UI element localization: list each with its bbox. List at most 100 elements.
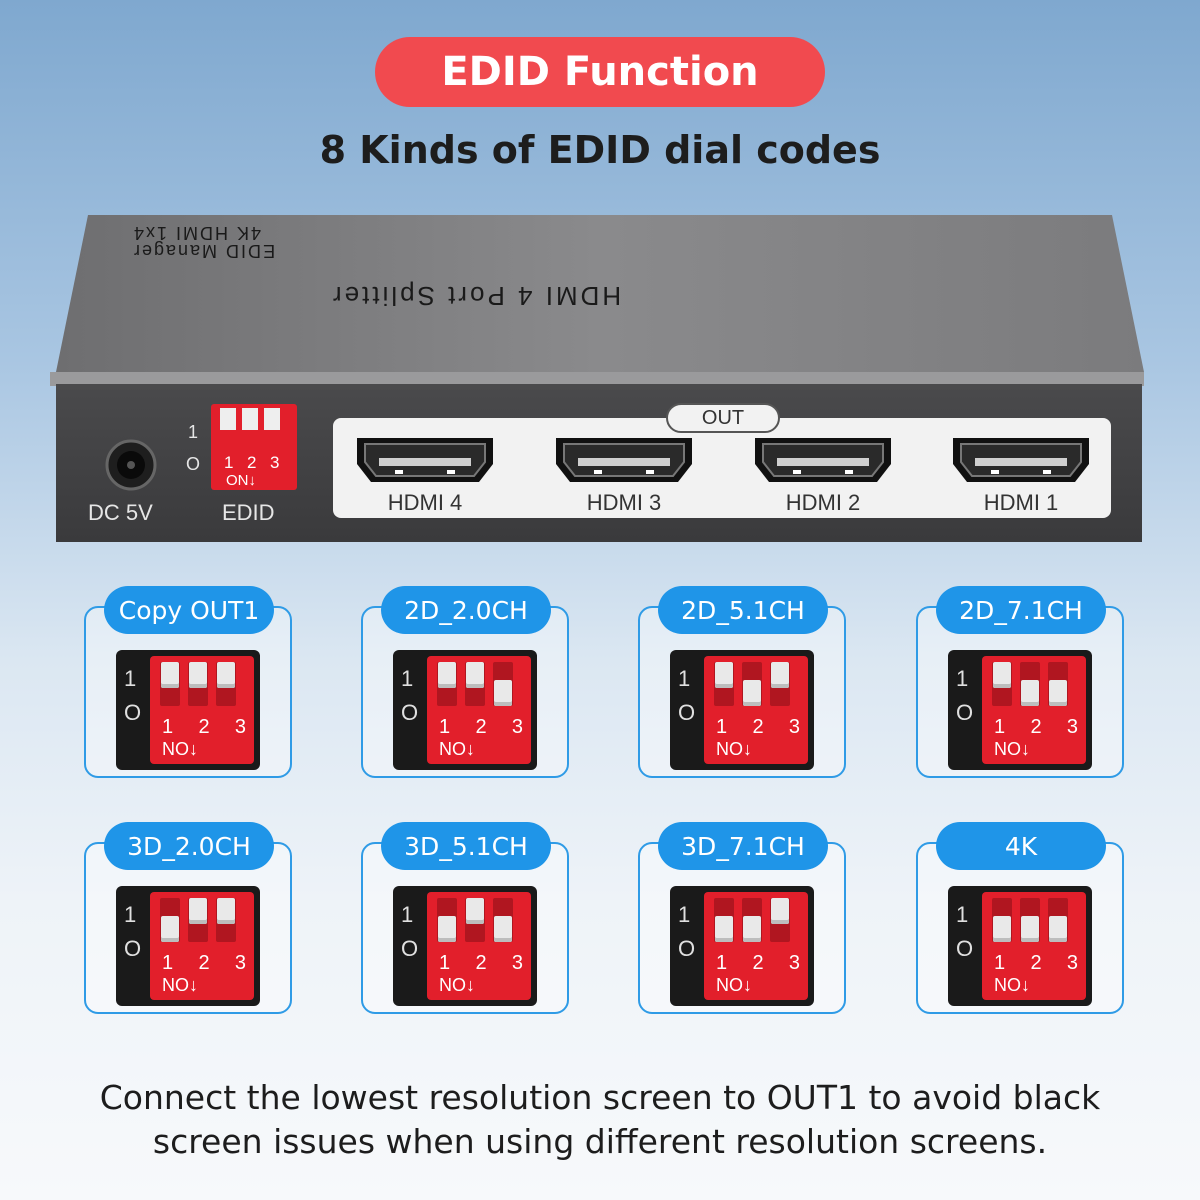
dip-switch-number: 3 [1066,952,1078,974]
dip-switch-number: 3 [234,952,246,974]
dip-switch-number: 3 [511,716,523,738]
dip-switch-slot-2 [465,898,485,942]
dip-switch-number: 3 [788,952,800,974]
dip-switch-number: 1 [716,952,728,974]
dip-side-off: O [124,936,142,961]
hdmi-port-icon[interactable] [554,436,694,484]
edid-mode-label: 3D_7.1CH [658,822,828,870]
dip-switch-number: 1 [439,716,451,738]
dip-switch-slot-2 [1020,662,1040,706]
dip-switch-knob-down [494,916,512,942]
dip-on-label: NO↓ [716,975,752,995]
dip-switch-slot-1 [714,662,734,706]
dip-switch-slot-3 [770,898,790,942]
dip-switch-slot-1 [160,898,180,942]
dip-side-on: 1 [678,666,691,691]
dip-switch-slot-2 [742,662,762,706]
dip-switch-knob-down [715,916,733,942]
hdmi-port-label: HDMI 4 [387,490,463,515]
edid-label: EDID [222,500,275,525]
dip-switch-slot-3 [493,898,513,942]
edid-mode-label: 3D_5.1CH [381,822,551,870]
dip-side-on: 1 [124,666,137,691]
dip-switch-knob-up [466,662,484,688]
dip-side-off: O [401,700,419,725]
dip-side-on: 1 [124,902,137,927]
dip-side-off: O [956,700,974,725]
hdmi-port-label: HDMI 3 [586,490,662,515]
dip-switch-slot-3 [770,662,790,706]
dip-switch-knob-down [743,680,761,706]
dip-switch-knob-down [1021,916,1039,942]
dip-switch-knob-up [771,898,789,924]
dip-switch-number: 1 [162,716,174,738]
title-pill: EDID Function [375,37,825,107]
dip-switch-knob-up [993,662,1011,688]
dip-switch-knob-down [1049,680,1067,706]
edid-mode-label: 2D_2.0CH [381,586,551,634]
dip-switch-number: 1 [994,716,1006,738]
dip-switch-number: 3 [1066,716,1078,738]
dip-switch-number: 3 [234,716,246,738]
dip-switch-slot-1 [160,662,180,706]
dip-switch-slot-3 [216,662,236,706]
dip-switch-slot-2 [465,662,485,706]
device-top-main-text: HDMI 4 Port Splitter [330,281,622,311]
dip-on-label: NO↓ [439,975,475,995]
switch-side-on: 1 [188,422,199,442]
dip-switch-number: 2 [1030,716,1042,738]
hdmi-port-icon[interactable] [355,436,495,484]
dip-switch-slot-2 [742,898,762,942]
dip-side-off: O [956,936,974,961]
dip-switch-slot-2 [188,662,208,706]
dip-switch-knob-down [993,916,1011,942]
dip-side-off: O [678,700,696,725]
dip-on-label: NO↓ [716,739,752,759]
dip-switch-number: 2 [198,716,210,738]
switch-number-1: 1 [224,453,234,472]
hdmi-port-label: HDMI 1 [983,490,1059,515]
dip-on-label: NO↓ [162,739,198,759]
hdmi-splitter-device: HDMI 4 Port Splitter 4K HDMI 1x4 EDID Ma… [0,0,1200,560]
dip-switch-number: 1 [994,952,1006,974]
dip-switch-number: 2 [1030,952,1042,974]
dip-switch-slot-1 [714,898,734,942]
dip-switch-number: 1 [716,716,728,738]
hdmi-port-icon[interactable] [753,436,893,484]
switch-on-label: ON↓ [226,472,256,489]
dip-switch-numbers: 1 2 3 [994,716,1078,739]
dip-switch-knob-down [494,680,512,706]
dip-side-on: 1 [956,666,969,691]
dip-switch-slot-1 [992,662,1012,706]
dip-switch-slot-2 [188,898,208,942]
dip-side-on: 1 [956,902,969,927]
dip-switch-knob-down [743,916,761,942]
dip-side-off: O [401,936,419,961]
hdmi-port-icon[interactable] [951,436,1091,484]
dip-switch-number: 2 [475,952,487,974]
dip-side-on: 1 [401,902,414,927]
dip-switch-knob-up [438,662,456,688]
dip-switch-knob-up [217,662,235,688]
dip-switch-knob-up [715,662,733,688]
dip-switch-slot-2 [1020,898,1040,942]
dip-switch-knob-up [217,898,235,924]
dip-switch-slot-3 [1048,898,1068,942]
dip-side-on: 1 [401,666,414,691]
dip-side-off: O [678,936,696,961]
